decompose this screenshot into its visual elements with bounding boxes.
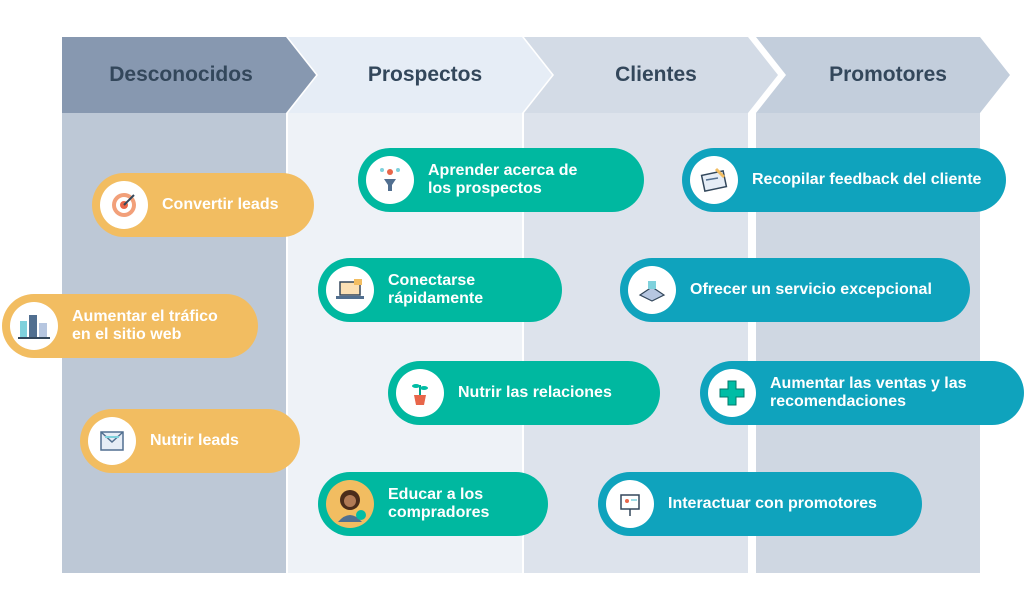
stage-label-prospectos: Prospectos [367, 63, 483, 86]
plant-icon [396, 369, 444, 417]
service-icon [628, 266, 676, 314]
action-recopilar-feedback: Recopilar feedback del cliente [682, 148, 1006, 212]
city-icon [10, 302, 58, 350]
action-nutrir-relaciones: Nutrir las relaciones [388, 361, 660, 425]
stage-label-clientes: Clientes [615, 63, 697, 86]
cross-icon [708, 369, 756, 417]
avatar-icon [326, 480, 374, 528]
target-icon [100, 181, 148, 229]
laptop-icon [326, 266, 374, 314]
stage-header [62, 37, 1010, 113]
board-icon [606, 480, 654, 528]
action-ofrecer-servicio: Ofrecer un servicio excepcional [620, 258, 970, 322]
clipboard-icon [690, 156, 738, 204]
person-network-icon [366, 156, 414, 204]
action-interactuar-promotores: Interactuar con promotores [598, 472, 922, 536]
stage-chevron-promotores [756, 37, 1010, 113]
stage-label-promotores: Promotores [829, 63, 947, 86]
stage-chevron-desconocidos [62, 37, 316, 113]
stage-label-desconocidos: Desconocidos [109, 63, 253, 86]
stage-chevron-clientes [524, 37, 778, 113]
stage-chevron-prospectos [288, 37, 552, 113]
action-convertir-leads: Convertir leads [92, 173, 314, 237]
action-nutrir-leads: Nutrir leads [80, 409, 300, 473]
email-icon [88, 417, 136, 465]
